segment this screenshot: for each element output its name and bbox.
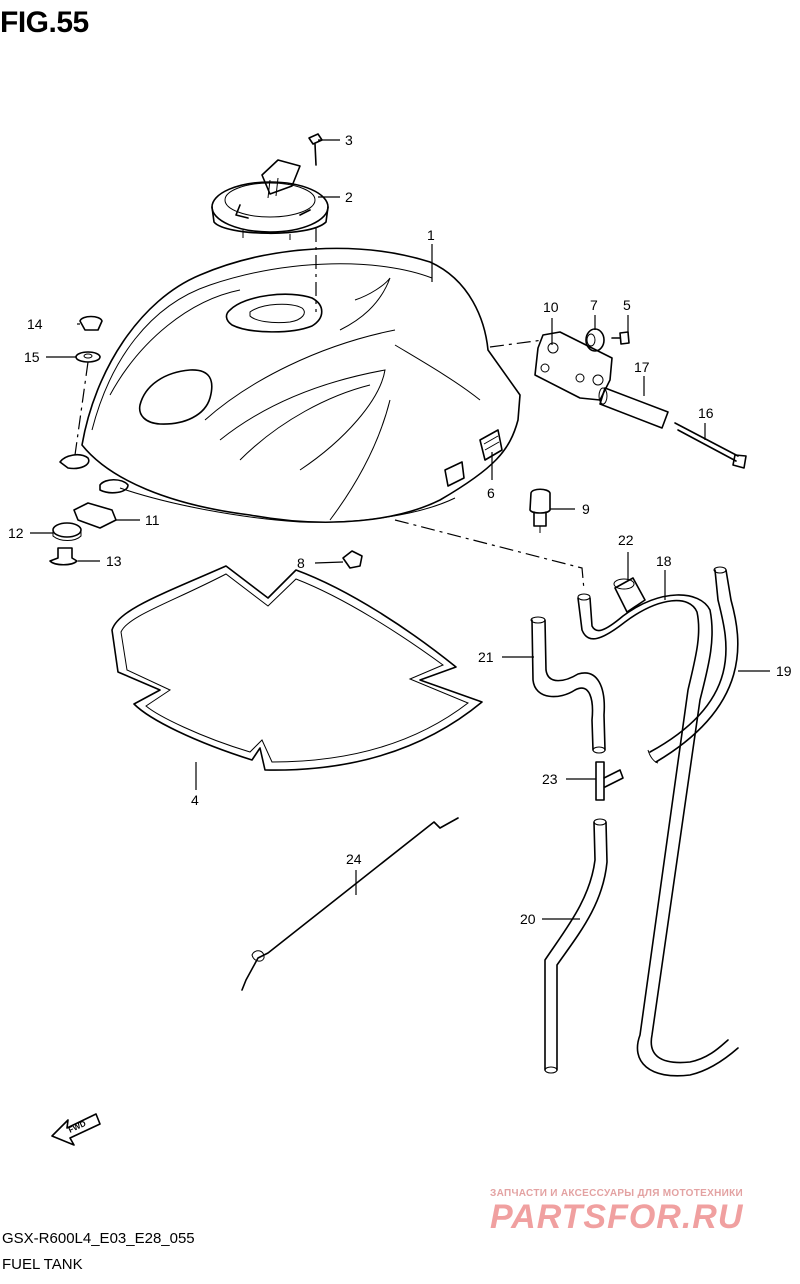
callout-16: 16: [698, 405, 714, 421]
callout-21: 21: [478, 649, 494, 665]
drain-wire[interactable]: [241, 817, 459, 991]
fuel-tank[interactable]: [59, 247, 521, 524]
bracket-screw[interactable]: [611, 331, 630, 345]
fuel-cap[interactable]: [211, 159, 329, 240]
callout-2: 2: [345, 189, 353, 205]
callout-numbers: 1 2 3 4 5 6 7 8 9 10 11 12 13 14 15 16 1…: [8, 132, 792, 927]
callout-1: 1: [427, 227, 435, 243]
callout-10: 10: [543, 299, 559, 315]
fwd-label: FWD: [67, 1119, 88, 1135]
long-bolt[interactable]: [674, 422, 747, 469]
callout-7: 7: [590, 297, 598, 313]
sleeve-22[interactable]: [613, 577, 646, 613]
callout-4: 4: [191, 792, 199, 808]
watermark-tagline: ЗАПЧАСТИ И АКСЕССУАРЫ ДЛЯ МОТОТЕХНИКИ: [490, 1188, 743, 1199]
callout-3: 3: [345, 132, 353, 148]
spacer-13[interactable]: [49, 547, 78, 566]
callout-18: 18: [656, 553, 672, 569]
callout-12: 12: [8, 525, 24, 541]
hose-18[interactable]: [577, 593, 739, 1077]
leader-lines: [30, 139, 770, 920]
callout-9: 9: [582, 501, 590, 517]
callout-23: 23: [542, 771, 558, 787]
grommet-12[interactable]: [52, 522, 82, 541]
callout-5: 5: [623, 297, 631, 313]
watermark-logo: PARTSFOR.RU: [490, 1198, 744, 1236]
cap-bolt[interactable]: [308, 133, 323, 166]
callout-17: 17: [634, 359, 650, 375]
washer-15[interactable]: [75, 351, 101, 363]
hose-21[interactable]: [530, 616, 606, 754]
joint-23[interactable]: [595, 761, 624, 801]
bracket-grommet[interactable]: [585, 328, 605, 352]
callout-22: 22: [618, 532, 634, 548]
diagram-caption: FUEL TANK: [2, 1256, 83, 1273]
callout-6: 6: [487, 485, 495, 501]
callout-13: 13: [106, 553, 122, 569]
callout-24: 24: [346, 851, 362, 867]
callout-20: 20: [520, 911, 536, 927]
fitting-9[interactable]: [529, 488, 551, 533]
callout-14: 14: [27, 316, 43, 332]
callout-11: 11: [145, 512, 160, 528]
diagram-code: GSX-R600L4_E03_E28_055: [2, 1230, 195, 1247]
callout-8: 8: [297, 555, 305, 571]
bolt-14[interactable]: [79, 315, 103, 331]
figure-title: FIG.55: [0, 6, 89, 39]
tank-mat[interactable]: [111, 565, 483, 771]
cushion-11[interactable]: [73, 502, 117, 529]
hose-20[interactable]: [544, 818, 608, 1074]
collar[interactable]: [598, 387, 669, 429]
clip-8[interactable]: [342, 550, 363, 569]
callout-19: 19: [776, 663, 792, 679]
forward-arrow-icon: FWD: [51, 1113, 101, 1146]
callout-15: 15: [24, 349, 40, 365]
hose-19[interactable]: [647, 566, 739, 764]
